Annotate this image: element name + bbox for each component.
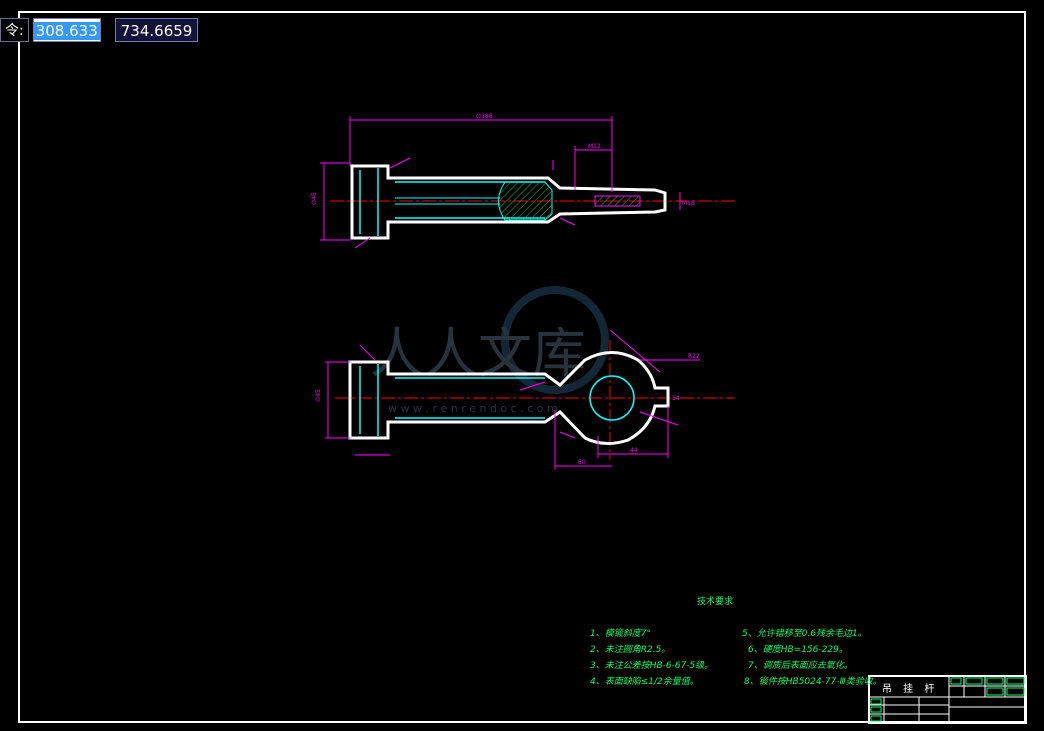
watermark-logo: 人人文库 w w w . r e n r e n d o c . c o m: [370, 286, 609, 415]
eye-hole: [589, 375, 635, 421]
requirement-8: 8、锻件按HB5024-77-Ⅲ类验收。: [744, 677, 882, 687]
requirement-4: 4、表面缺陷≤1/2余量值。: [590, 677, 699, 687]
requirement-3: 3、未注公差按HB-6-67-5级。: [590, 661, 714, 671]
drawing-border-frame: [18, 11, 1026, 723]
svg-text:∅45: ∅45: [315, 389, 322, 402]
x-coordinate-input[interactable]: 308.633: [32, 18, 101, 42]
requirement-7: 7、调质后表面应去氧化。: [748, 661, 853, 671]
svg-text:M16: M16: [682, 200, 695, 207]
svg-text:∅45: ∅45: [311, 192, 318, 205]
thread-hatch: [594, 195, 641, 207]
svg-text:60: 60: [578, 459, 586, 466]
requirement-5: 5、允许错移至0.6残余毛边1。: [742, 629, 867, 639]
top-dimensions: [320, 116, 681, 249]
svg-text:M12: M12: [588, 143, 601, 150]
svg-text:∅188: ∅188: [476, 113, 493, 120]
tech-requirements-title: 技术要求: [697, 597, 734, 607]
title-block: [868, 675, 1027, 724]
top-view: ∅188 M12 ∅45 M16: [311, 113, 735, 249]
x-coordinate-value: 308.633: [33, 22, 100, 40]
y-coordinate-input[interactable]: 734.6659: [114, 18, 199, 42]
watermark-url: w w w . r e n r e n d o c . c o m: [388, 402, 558, 415]
front-dimensions: [325, 329, 700, 470]
svg-text:14: 14: [672, 395, 680, 402]
top-section-hatch: [498, 181, 553, 221]
requirement-1: 1、模锻斜度7°: [590, 629, 651, 639]
watermark-circle: [501, 286, 609, 394]
title-block-part-name: 吊 挂 杆: [882, 684, 939, 695]
top-part-outline: [350, 164, 667, 240]
svg-text:R22: R22: [688, 353, 700, 360]
svg-text:44: 44: [630, 447, 638, 454]
requirement-2: 2、未注圆角R2.5。: [590, 645, 671, 655]
requirement-6: 6、硬度HB=156-229。: [748, 645, 848, 655]
command-input-bar[interactable]: 令: 308.633 734.6659: [0, 17, 199, 43]
command-prompt-label: 令:: [0, 18, 29, 42]
front-view: ∅45 60 44 R22 14: [315, 329, 735, 470]
watermark-text: 人人文库: [370, 322, 586, 385]
